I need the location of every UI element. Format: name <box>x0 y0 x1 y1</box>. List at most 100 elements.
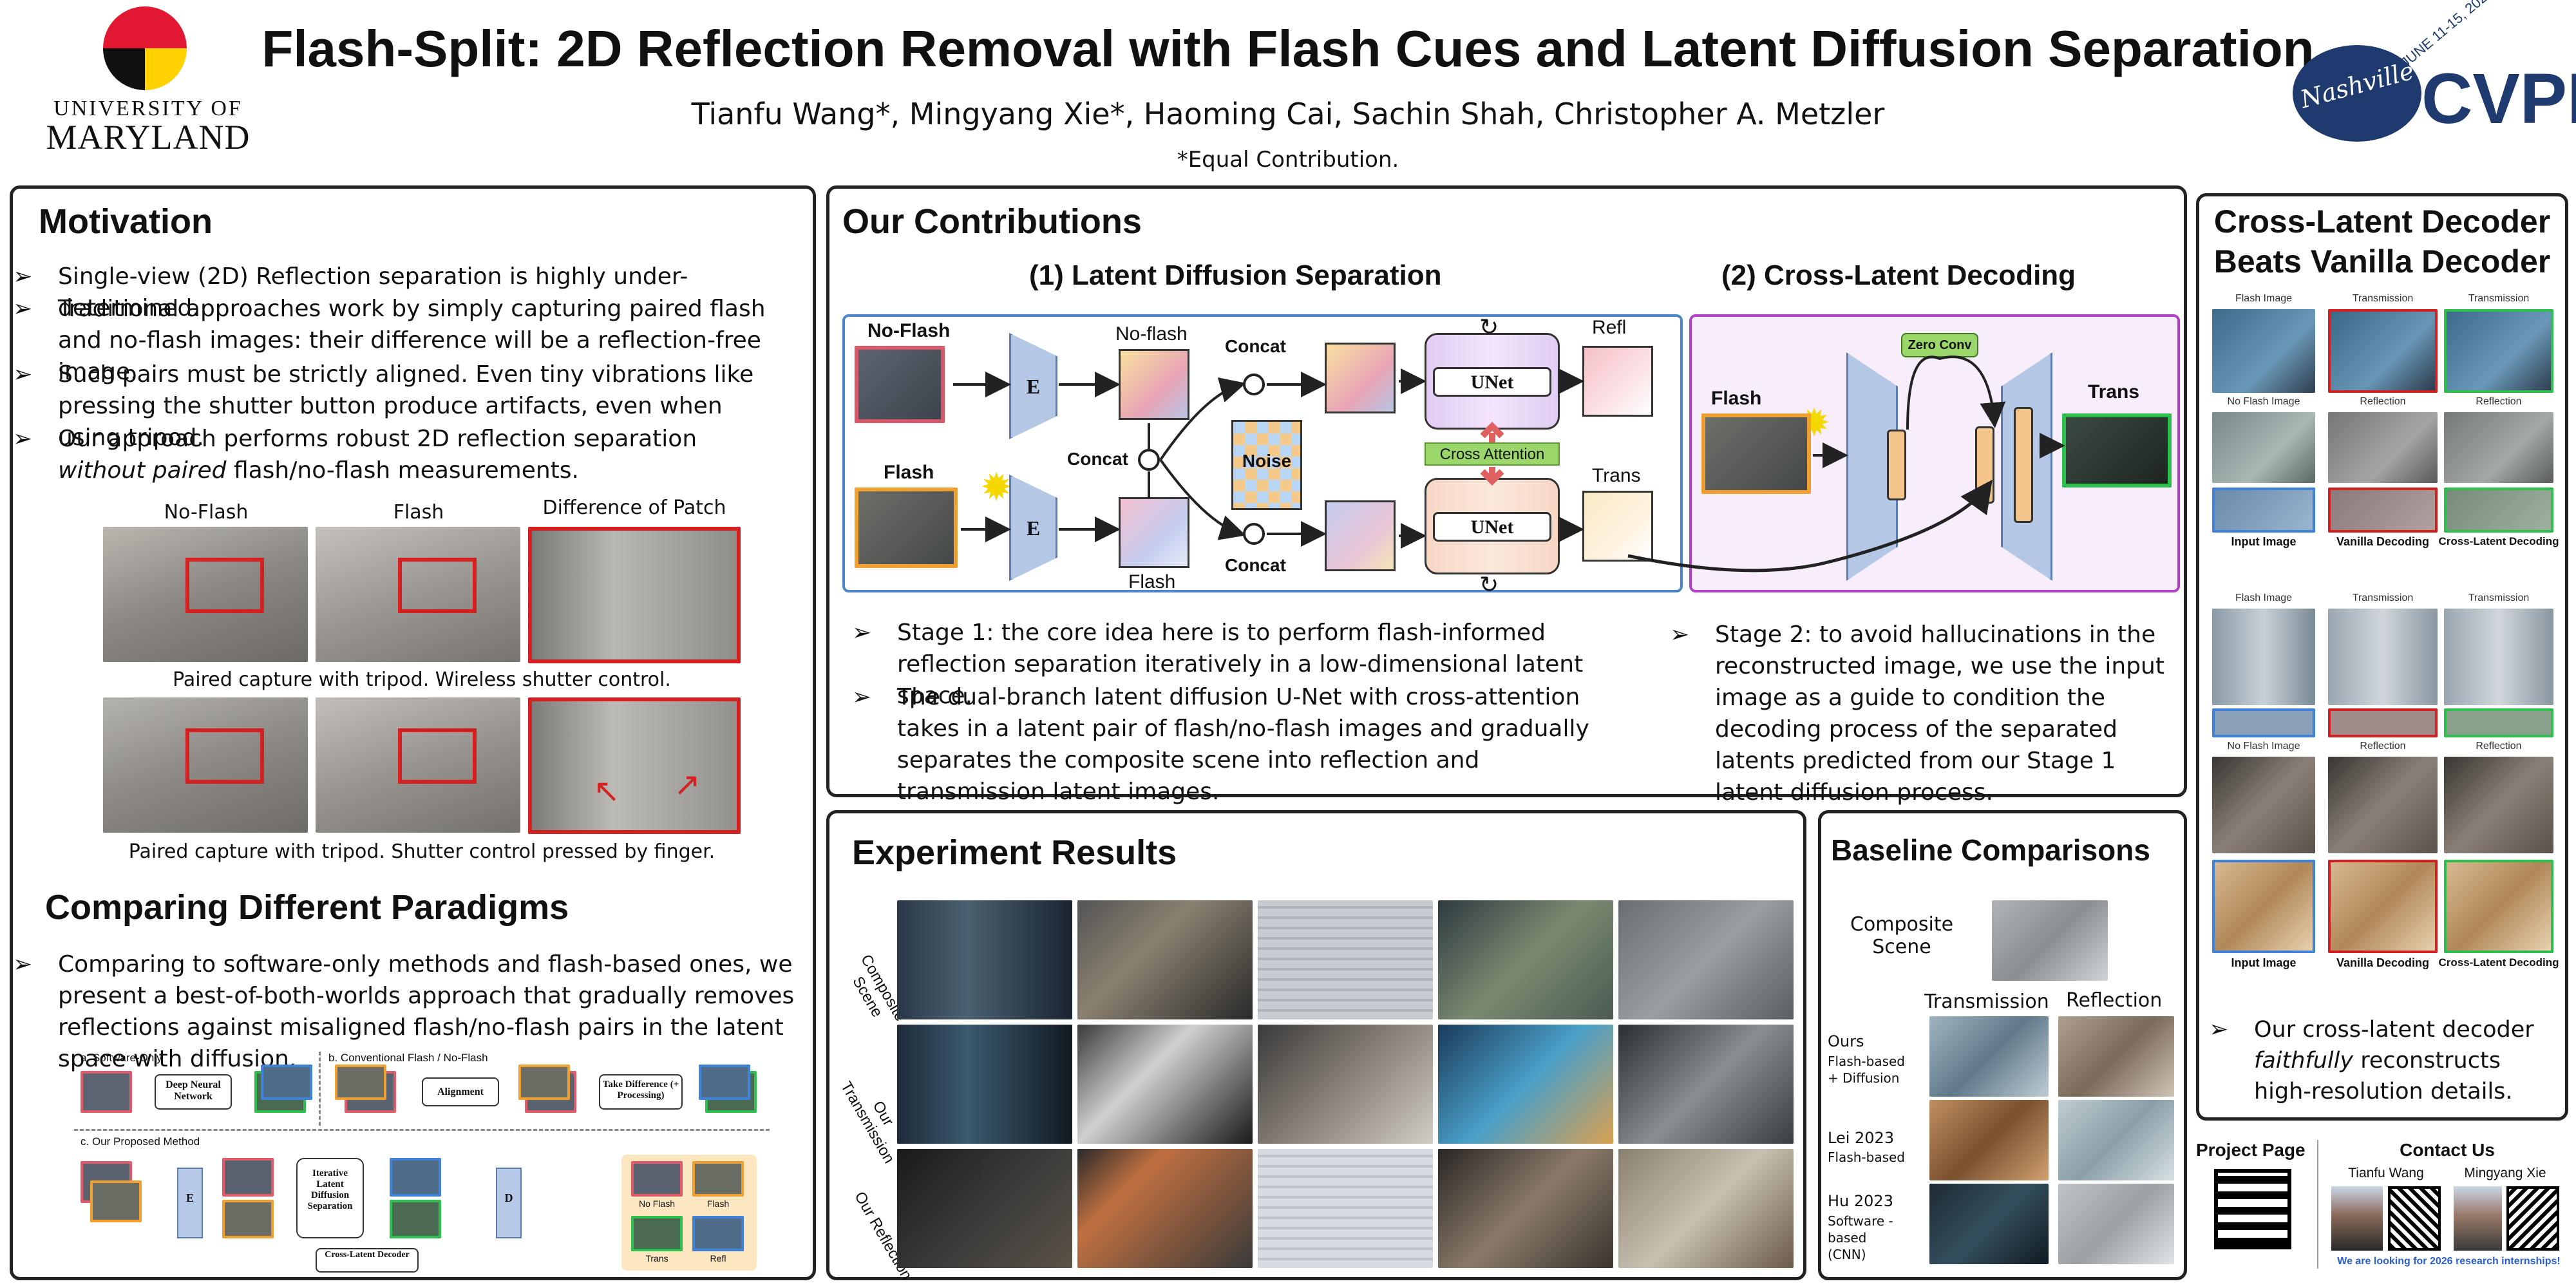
cvpr-text: CVPR <box>2421 59 2576 138</box>
concat-node <box>1138 449 1160 471</box>
noflash-latent-label: No-flash <box>1115 323 1188 345</box>
results-panel: Experiment Results Composite Scene Our T… <box>826 810 1806 1283</box>
noise-block: Noise <box>1231 420 1302 510</box>
label-b: b. Conventional Flash / No-Flash <box>328 1052 488 1064</box>
avatar <box>2454 1186 2502 1251</box>
unet-top-label: UNet <box>1433 367 1551 397</box>
lei-label: Lei 2023 <box>1828 1129 1895 1147</box>
photo-flash-2 <box>316 697 520 833</box>
red-arrow-icon: ↖ <box>593 773 620 809</box>
contact-label: Contact Us <box>2400 1140 2495 1160</box>
results-grid <box>897 900 1799 1271</box>
composite-label: Composite Scene <box>1850 913 1954 958</box>
decoder-left-inner <box>1887 430 1906 500</box>
project-qr-icon[interactable] <box>2214 1169 2291 1249</box>
stage2-flash-label: Flash <box>1711 388 1762 409</box>
stage2-trans-image <box>2062 413 2172 488</box>
col-transmission: Transmission <box>1924 990 2049 1013</box>
flash-input-label: Flash <box>884 462 934 483</box>
results-title: Experiment Results <box>852 833 1177 872</box>
umd-line1: UNIVERSITY OF <box>53 97 243 120</box>
motivation-panel: Motivation Single-view (2D) Reflection s… <box>10 185 816 1280</box>
col-reflection: Reflection <box>2066 989 2163 1012</box>
person1-qr-icon[interactable] <box>2388 1186 2441 1251</box>
alignment-box: Alignment <box>422 1077 499 1106</box>
mixed-latent-top <box>1325 343 1396 413</box>
stage2-trans-label: Trans <box>2088 381 2140 402</box>
unet-bottom-label: UNet <box>1433 512 1551 542</box>
output-legend: No Flash Flash Trans Refl <box>621 1155 757 1271</box>
baseline-panel: Baseline Comparisons Composite Scene Tra… <box>1818 810 2187 1280</box>
baseline-title: Baseline Comparisons <box>1831 833 2150 867</box>
equal-note: *Equal Contribution. <box>1177 147 1399 173</box>
red-arrow-icon: ↗ <box>674 766 701 802</box>
crosslatent-bullet: Our cross-latent decoder faithfully reco… <box>2209 1014 2563 1107</box>
guitar-icon <box>2293 45 2421 142</box>
loop-icon: ↻ <box>1479 314 1499 340</box>
flash-latent-cube <box>1119 497 1189 568</box>
avatar <box>2331 1186 2383 1251</box>
caption-2: Paired capture with tripod. Shutter cont… <box>128 840 715 863</box>
cross-stage-arrow <box>1627 479 1993 573</box>
legend-flash: Flash <box>706 1198 730 1209</box>
cld-box: Cross-Latent Decoder <box>316 1248 419 1273</box>
stage1-diagram: No-Flash Flash ✹ E E No-flash Flash Conc… <box>842 314 1683 598</box>
umd-line2: MARYLAND <box>46 118 251 156</box>
paradigms-diagram: a. Software-Only b. Conventional Flash /… <box>74 1052 770 1273</box>
stage1-arrows <box>953 368 1584 549</box>
legend-trans: Trans <box>645 1253 668 1264</box>
noise-label: Noise <box>1242 451 1292 471</box>
person1-name: Tianfu Wang <box>2348 1166 2424 1180</box>
noflash-input-label: No-Flash <box>867 320 951 341</box>
encoder-e: E <box>177 1168 203 1238</box>
motivation-bullet-4: Our approach performs robust 2D reflecti… <box>13 423 786 486</box>
paradigms-bullet-1: Comparing to software-only methods and f… <box>13 949 799 1075</box>
zero-conv-box: Zero Conv <box>1901 333 1978 357</box>
stage2-arrows <box>1813 355 2065 468</box>
authors: Tianfu Wang*, Mingyang Xie*, Haoming Cai… <box>691 97 1885 131</box>
poster-title: Flash-Split: 2D Reflection Removal with … <box>261 20 2315 77</box>
flash-star-icon: ✹ <box>980 466 1013 509</box>
stage2-diagram: Flash ✹ Zero Conv Trans <box>1689 314 2180 592</box>
hu-sub: Software -based (CNN) <box>1828 1213 1893 1262</box>
refl-label: Refl <box>1592 317 1627 338</box>
trans-label: Trans <box>1592 465 1641 486</box>
label-a: a. Software-Only <box>80 1052 162 1064</box>
contrib-bullet-2: The dual-branch latent diffusion U-Net w… <box>852 681 1612 808</box>
contrib-panel: Our Contributions (1) Latent Diffusion S… <box>826 185 2187 806</box>
ours-label: Ours <box>1828 1032 1864 1050</box>
composite-image <box>1992 900 2108 981</box>
motivation-title: Motivation <box>39 202 213 241</box>
refl-latent-cube <box>1582 346 1653 417</box>
col-label-diff: Difference of Patch <box>542 497 726 519</box>
contact-section: Project Page Contact Us Tianfu Wang Ming… <box>2196 1133 2568 1282</box>
concat-bottom-label: Concat <box>1225 555 1286 575</box>
project-page-label: Project Page <box>2196 1140 2306 1160</box>
photo-flash-1 <box>316 527 520 662</box>
hu-label: Hu 2023 <box>1828 1192 1893 1210</box>
person2-qr-icon[interactable] <box>2506 1186 2559 1251</box>
hiring-note: We are looking for 2026 research interns… <box>2337 1256 2561 1267</box>
concat-top-label: Concat <box>1225 336 1286 356</box>
difference-box: Take Difference (+ Processing) <box>599 1074 683 1110</box>
dnn-box: Deep Neural Network <box>155 1074 232 1110</box>
photo-noflash-2 <box>103 697 308 833</box>
stage2-title: (2) Cross-Latent Decoding <box>1721 260 2076 291</box>
ours-sub: Flash-based + Diffusion <box>1828 1054 1905 1086</box>
decoder-d: D <box>496 1168 522 1238</box>
photo-diff-1 <box>528 527 741 663</box>
decoder-right-inner-2 <box>2014 407 2033 523</box>
cross-attention-bar: Cross Attention <box>1425 442 1560 466</box>
label-c: c. Our Proposed Method <box>80 1135 200 1148</box>
crosslatent-panel: Cross-Latent Decoder Beats Vanilla Decod… <box>2196 193 2568 1121</box>
concat-label-mid: Concat <box>1067 449 1128 469</box>
crosslatent-grid: Flash Image Transmission Transmission No… <box>2212 293 2560 989</box>
person2-name: Mingyang Xie <box>2464 1166 2546 1180</box>
flash-latent-label: Flash <box>1128 571 1176 592</box>
flash-input-image <box>855 488 958 568</box>
caption-1: Paired capture with tripod. Wireless shu… <box>173 668 671 691</box>
contrib-title: Our Contributions <box>842 202 1142 241</box>
crosslatent-title-1: Cross-Latent Decoder <box>2213 204 2551 240</box>
umd-logo: UNIVERSITY OF MARYLAND <box>26 6 270 156</box>
legend-refl: Refl <box>710 1253 726 1264</box>
